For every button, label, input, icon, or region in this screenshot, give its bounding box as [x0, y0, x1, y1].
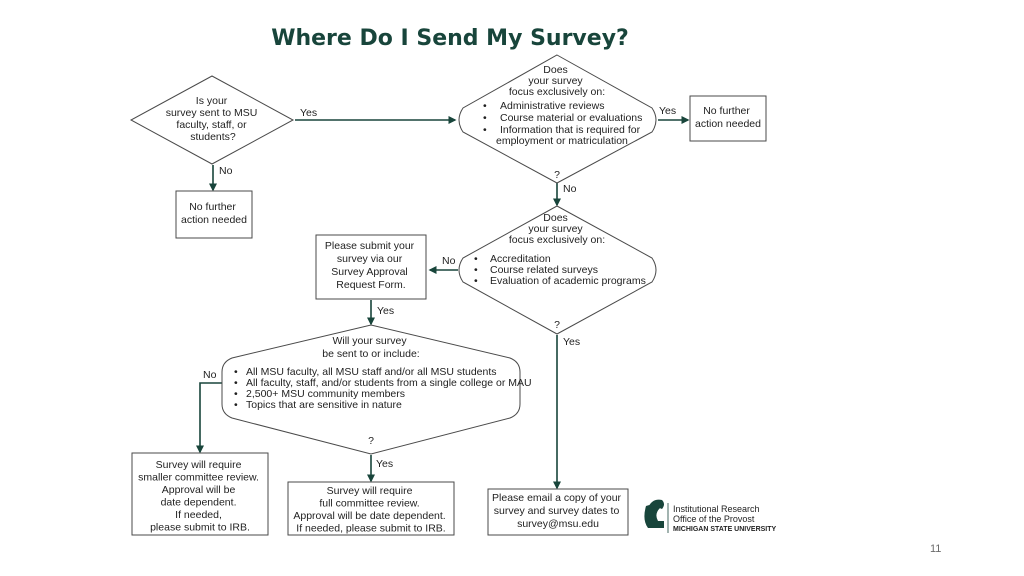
svg-text:All faculty, staff, and/or stu: All faculty, staff, and/or students from… [246, 377, 532, 389]
footer-line-2: Office of the Provost [673, 514, 755, 524]
svg-text:Course material or evaluations: Course material or evaluations [500, 112, 642, 124]
footer-logo: Institutional Research Office of the Pro… [644, 499, 777, 533]
svg-text:No further action need: No further action needed [181, 201, 247, 226]
svg-text:Information that is required f: Information that is required for [500, 124, 641, 136]
svg-text:?: ? [368, 435, 374, 447]
svg-text:?: ? [554, 169, 560, 181]
terminal-no-action-2: No further action needed [689, 95, 767, 142]
svg-text:employment or matriculation: employment or matriculation [496, 135, 628, 147]
decision-q4: Will your survey be sent to or include: … [221, 324, 532, 455]
outcome-full-committee: Survey will require full committee revie… [287, 481, 455, 536]
svg-text:Does your survey: Does your survey focus exclusively on: [509, 64, 605, 98]
outcome-smaller-committee: Survey will require smaller committee re… [131, 452, 269, 536]
label-q4-no: No [203, 369, 217, 381]
label-q3-no: No [442, 255, 456, 267]
svg-text:•: • [234, 388, 238, 400]
label-q3-yes: Yes [563, 336, 580, 348]
svg-text:?: ? [554, 319, 560, 331]
svg-text:Will your survey be se: Will your survey be sent to or include: [322, 335, 419, 360]
svg-text:Survey will require fu: Survey will require full committee revie… [293, 485, 448, 535]
footer-university: MICHIGAN STATE UNIVERSITY [673, 526, 777, 533]
svg-text:Please email a copy of your: Please email a copy of your survey and s… [492, 492, 624, 530]
svg-text:Administrative reviews: Administrative reviews [500, 100, 604, 112]
decision-q2: Does your survey focus exclusively on: •… [458, 54, 657, 184]
decision-q3: Does your survey focus exclusively on: •… [458, 205, 657, 335]
decision-q1: Is your survey sent to MSU faculty, staf… [129, 75, 295, 165]
svg-text:•: • [234, 399, 238, 411]
label-q1-no: No [219, 165, 233, 177]
svg-text:Topics that are sensitive in n: Topics that are sensitive in nature [246, 399, 402, 411]
svg-text:2,500+ MSU community members: 2,500+ MSU community members [246, 388, 405, 400]
svg-text:•: • [474, 275, 478, 287]
label-q2-yes: Yes [659, 105, 676, 117]
svg-text:•: • [234, 377, 238, 389]
label-q2-no: No [563, 183, 577, 195]
outcome-email: Please email a copy of your survey and s… [487, 488, 629, 536]
label-q4-yes: Yes [376, 458, 393, 470]
footer-line-1: Institutional Research [673, 504, 760, 514]
svg-text:•: • [483, 100, 487, 112]
label-submit-yes: Yes [377, 305, 394, 317]
q1-text: Is your survey sent to MSU faculty, staf… [166, 95, 261, 143]
svg-text:Survey will require sm: Survey will require smaller committee re… [138, 459, 262, 534]
edge-q4-no [196, 382, 222, 454]
svg-text:Course related surveys: Course related surveys [490, 264, 598, 276]
terminal-no-action-1: No further action needed [175, 190, 253, 239]
svg-text:•: • [234, 366, 238, 378]
svg-text:•: • [483, 112, 487, 124]
svg-text:No further action need: No further action needed [695, 105, 761, 130]
edge-labels: Yes No Yes No No Yes Yes No Yes [203, 105, 676, 470]
connectors [196, 116, 690, 490]
svg-text:•: • [483, 124, 487, 136]
process-submit-form: Please submit your survey via our Survey… [315, 234, 427, 300]
svg-text:Please submit your sur: Please submit your survey via our Survey… [325, 240, 417, 291]
svg-text:Accreditation: Accreditation [490, 253, 551, 265]
spartan-helmet-icon [644, 499, 664, 528]
svg-text:Evaluation of academic program: Evaluation of academic programs [490, 275, 646, 287]
svg-text:Does your survey: Does your survey focus exclusively on: [509, 212, 605, 246]
svg-text:•: • [474, 253, 478, 265]
svg-text:•: • [474, 264, 478, 276]
page-number: 11 [930, 543, 942, 555]
label-q1-yes: Yes [300, 107, 317, 119]
page-title: Where Do I Send My Survey? [271, 26, 629, 51]
svg-text:All MSU faculty, all MSU staff: All MSU faculty, all MSU staff and/or al… [246, 366, 497, 378]
